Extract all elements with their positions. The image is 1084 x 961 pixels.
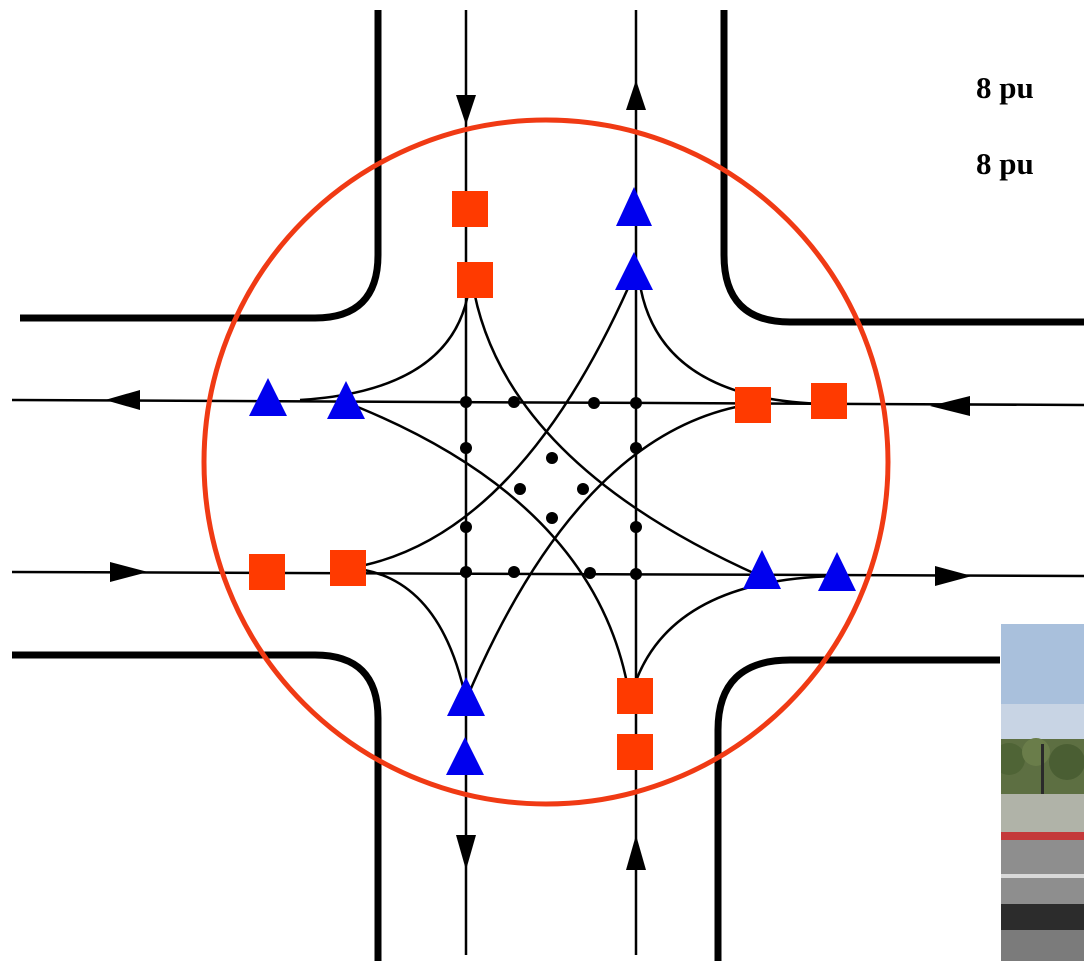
right-turn-ne	[636, 269, 827, 406]
merging-square	[452, 191, 488, 227]
left-turn-from-south	[339, 398, 632, 701]
diverging-triangle	[249, 378, 287, 416]
photo-curb	[1001, 832, 1084, 840]
merging-square	[330, 550, 366, 586]
photo-tree	[1049, 744, 1084, 780]
right-turn-nw	[299, 279, 472, 402]
left-turn-from-north	[470, 279, 761, 578]
conflict-point	[514, 483, 526, 495]
arrow-left-right-side	[930, 396, 970, 416]
conflict-point	[508, 566, 520, 578]
conflict-point	[546, 512, 558, 524]
merging-square	[617, 678, 653, 714]
right-turn-se	[628, 574, 837, 701]
curb-top-left	[20, 10, 382, 322]
direction-arrows	[105, 80, 972, 870]
photo-road-line	[1001, 874, 1084, 878]
lane-westbound	[11, 398, 1084, 407]
conflict-point	[508, 396, 520, 408]
conflict-point	[630, 568, 642, 580]
merging-square	[811, 383, 847, 419]
conflict-point	[630, 442, 642, 454]
turn-curves	[299, 269, 837, 701]
arrow-down-bottom	[456, 835, 476, 870]
road-curbs	[12, 10, 1084, 961]
right-turn-sw	[349, 566, 468, 701]
lane-eastbound	[11, 570, 1084, 578]
arrow-up-bottom	[626, 835, 646, 870]
photo-building	[1001, 794, 1084, 834]
conflict-point	[630, 521, 642, 533]
diverging-triangle	[447, 677, 485, 716]
caption-line-1: 8 pu	[976, 70, 1034, 105]
diverging-triangle	[818, 552, 856, 591]
conflict-point	[460, 566, 472, 578]
diverging-triangle	[616, 187, 652, 226]
photo-road-near	[1001, 930, 1084, 961]
conflict-point	[584, 567, 596, 579]
left-turn-from-west	[349, 269, 638, 570]
photo-road-dark	[1001, 904, 1084, 930]
diverging-triangle	[446, 737, 484, 775]
arrow-left	[105, 390, 140, 410]
curb-top-right	[720, 10, 1084, 326]
merging-square	[457, 262, 493, 298]
diverging-markers	[249, 187, 856, 775]
diverging-triangle	[327, 381, 365, 419]
conflict-zone-circle	[201, 117, 891, 807]
arrow-up-top	[626, 80, 646, 110]
crossing-conflict-points	[460, 396, 642, 580]
conflict-point	[460, 396, 472, 408]
merging-square	[249, 554, 285, 590]
conflict-point	[546, 452, 558, 464]
arrow-right-left-side	[110, 562, 148, 582]
conflict-point	[460, 521, 472, 533]
photo-tree	[1001, 743, 1025, 775]
caption-line-2: 8 pu	[976, 146, 1034, 181]
arrow-right	[935, 566, 972, 586]
diverging-triangle	[615, 252, 653, 290]
intersection-photo	[1001, 624, 1084, 961]
conflict-point	[460, 442, 472, 454]
through-lanes	[11, 10, 1084, 955]
diverging-triangle	[743, 550, 781, 589]
merging-markers	[249, 191, 847, 770]
photo-pole	[1041, 744, 1044, 834]
conflict-point	[588, 397, 600, 409]
left-turn-from-east	[464, 402, 753, 701]
conflict-point	[630, 397, 642, 409]
merging-square	[735, 387, 771, 423]
conflict-point	[577, 483, 589, 495]
curb-bottom-left	[12, 651, 382, 961]
photo-tree	[1022, 738, 1050, 766]
merging-square	[617, 734, 653, 770]
arrow-down-top	[456, 95, 476, 125]
curb-bottom-right	[714, 656, 1000, 961]
